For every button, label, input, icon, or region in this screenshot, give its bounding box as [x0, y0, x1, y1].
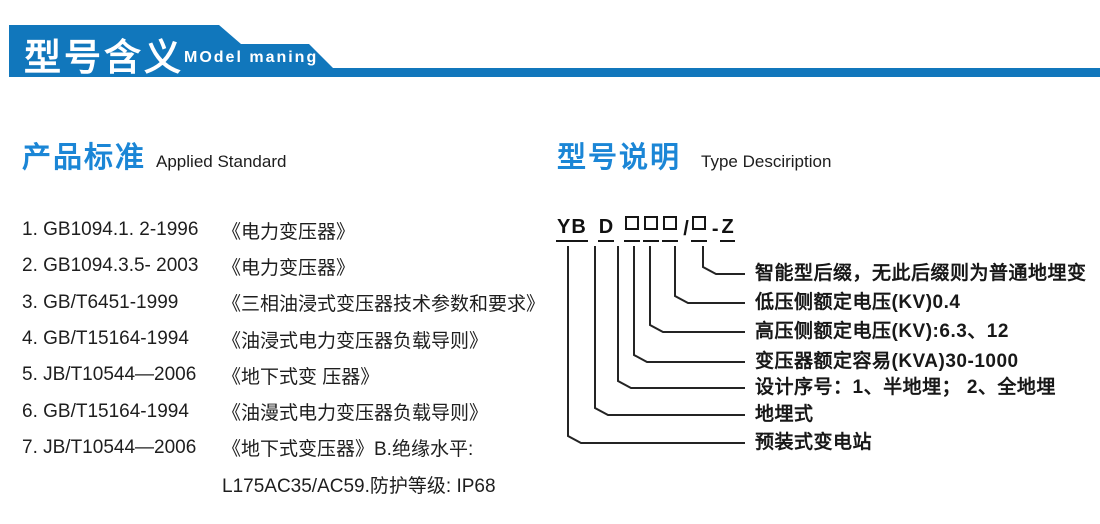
standard-code: 5. JB/T10544—2006 [22, 364, 197, 386]
page-title: 型号含义 [24, 37, 184, 78]
standard-title: 《电力变压器》 [222, 221, 356, 243]
code-label-lv-voltage: 低压侧额定电压(KV)0.4 [755, 292, 961, 313]
standard-code: 3. GB/T6451-1999 [22, 291, 179, 313]
standard-code: 7. JB/T10544—2006 [22, 436, 197, 458]
standards-heading-en: Applied Standard [156, 152, 287, 171]
standards-item: 5. JB/T10544—2006 《地下式变 压器》 [22, 357, 552, 393]
model-section-heading: 型号说明 Type Desciription [557, 134, 831, 176]
standard-title: 《油浸式电力变压器负载导则》 [222, 330, 489, 352]
code-label-prefab-substation: 预装式变电站 [755, 432, 873, 453]
standards-heading-cn: 产品标准 [22, 142, 147, 174]
standards-item: 2. GB1094.3.5- 2003 《电力变压器》 [22, 248, 552, 284]
standard-title: 《地下式变 压器》 [222, 366, 380, 388]
code-label-smart-suffix: 智能型后缀，无此后缀则为普通地埋变 [755, 263, 1087, 284]
standards-list: 1. GB1094.1. 2-1996 《电力变压器》 2. GB1094.3.… [22, 212, 552, 502]
standard-title: 《三相油浸式变压器技术参数和要求》 [222, 294, 546, 316]
page-subtitle: MOdel maning [184, 49, 319, 66]
standard-code: 1. GB1094.1. 2-1996 [22, 219, 199, 241]
standards-item: 1. GB1094.1. 2-1996 《电力变压器》 [22, 212, 552, 248]
standard-title: 《地下式变压器》B.绝缘水平: [222, 439, 474, 461]
code-label-rated-capacity: 变压器额定容易(KVA)30-1000 [755, 351, 1019, 372]
banner-ribbon [9, 25, 1100, 77]
standards-section-heading: 产品标准 Applied Standard [22, 134, 286, 176]
connector-lines [567, 246, 745, 444]
model-code-box [662, 214, 679, 242]
code-label-design-serial: 设计序号：1、半地埋； 2、全地埋 [755, 377, 1056, 398]
model-heading-cn: 型号说明 [557, 142, 682, 174]
model-code-dash: - [711, 218, 719, 240]
standard-title: 《电力变压器》 [222, 257, 356, 279]
code-label-buried-type: 地埋式 [755, 404, 814, 425]
standard-title: L175AC35/AC59.防护等级: IP68 [222, 475, 496, 497]
model-code-box [690, 214, 707, 242]
standards-item-continuation: L175AC35/AC59.防护等级: IP68 [22, 466, 552, 502]
model-code-diagram: YB D / - Z 智能型后缀，无此后缀则为普通地埋变 低压侧额定电压 [550, 210, 1100, 480]
standard-code: 6. GB/T15164-1994 [22, 400, 189, 422]
standard-code: 4. GB/T15164-1994 [22, 328, 189, 350]
model-code: YB D / - Z [556, 214, 735, 242]
standard-code: 2. GB1094.3.5- 2003 [22, 255, 199, 277]
standard-title: 《油漫式电力变压器负载导则》 [222, 403, 489, 425]
model-code-prefix: YB [556, 217, 588, 242]
standards-item: 6. GB/T15164-1994 《油漫式电力变压器负载导则》 [22, 393, 552, 429]
standards-item: 3. GB/T6451-1999 《三相油浸式变压器技术参数和要求》 [22, 285, 552, 321]
model-heading-en: Type Desciription [701, 152, 832, 171]
model-code-letter-d: D [597, 217, 615, 242]
model-code-box [624, 214, 641, 242]
model-code-suffix-z: Z [720, 217, 735, 242]
model-code-box [643, 214, 660, 242]
standards-item: 7. JB/T10544—2006 《地下式变压器》B.绝缘水平: [22, 430, 552, 466]
model-code-slash: / [683, 218, 689, 240]
standards-item: 4. GB/T15164-1994 《油浸式电力变压器负载导则》 [22, 321, 552, 357]
code-label-hv-voltage: 高压侧额定电压(KV):6.3、12 [755, 321, 1009, 342]
